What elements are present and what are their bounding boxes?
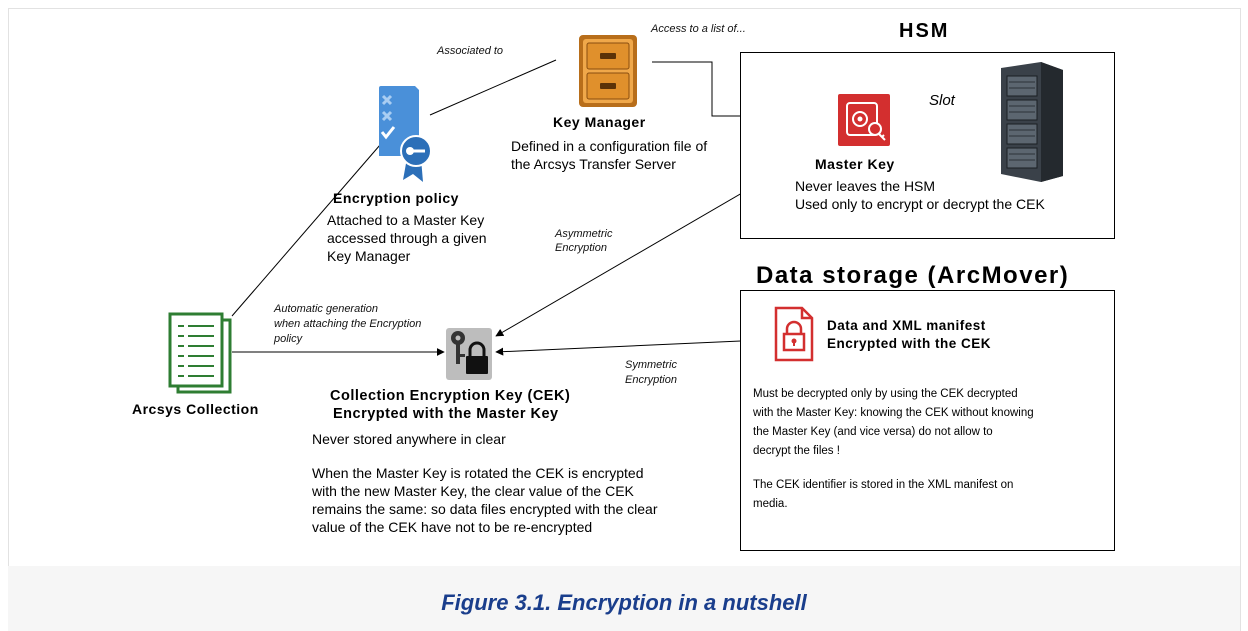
policy-line-3: Key Manager xyxy=(327,248,411,264)
data-storage-title: Data storage (ArcMover) xyxy=(756,262,1070,289)
cek-line1: Never stored anywhere in clear xyxy=(312,431,506,447)
master-key-title: Master Key xyxy=(815,156,895,172)
server-rack-icon xyxy=(995,60,1067,187)
policy-line-2: accessed through a given xyxy=(327,230,487,246)
slot-label: Slot xyxy=(929,92,955,109)
certificate-policy-icon xyxy=(375,84,439,189)
storage-note-4: decrypt the files ! xyxy=(753,445,840,457)
cek-para-1: When the Master Key is rotated the CEK i… xyxy=(312,465,644,481)
cek-title-2: Encrypted with the Master Key xyxy=(333,406,559,422)
cek-para-4: value of the CEK have not to be re-encry… xyxy=(312,519,593,535)
master-key-line2: Used only to encrypt or decrypt the CEK xyxy=(795,196,1045,212)
cek-para-2: with the new Master Key, the clear value… xyxy=(312,483,634,499)
edge-label-auto-3: policy xyxy=(274,333,303,345)
storage-note-1: Must be decrypted only by using the CEK … xyxy=(753,388,1018,400)
edge-label-auto-1: Automatic generation xyxy=(274,303,378,315)
storage-note2-1: The CEK identifier is stored in the XML … xyxy=(753,479,1014,491)
hsm-title: HSM xyxy=(899,20,950,42)
master-key-line1: Never leaves the HSM xyxy=(795,178,936,194)
file-cabinet-icon xyxy=(575,33,645,116)
key-manager-title: Key Manager xyxy=(553,114,646,130)
master-key-safe-icon xyxy=(838,94,890,151)
edge-label-auto-2: when attaching the Encryption xyxy=(274,318,422,330)
key-manager-line2: the Arcsys Transfer Server xyxy=(511,156,676,172)
edge-label-sym-2: Encryption xyxy=(625,374,677,386)
collection-document-icon xyxy=(168,312,234,399)
edge-label-asym-2: Encryption xyxy=(555,242,607,254)
storage-note-2: with the Master Key: knowing the CEK wit… xyxy=(753,407,1034,419)
edge-label-associated: Associated to xyxy=(437,45,504,57)
cek-para-3: remains the same: so data files encrypte… xyxy=(312,501,658,517)
storage-note-3: the Master Key (and vice versa) do not a… xyxy=(753,426,993,438)
edge-policy-keymanager xyxy=(429,59,557,116)
cek-key-lock-icon xyxy=(446,328,492,385)
storage-note2-2: media. xyxy=(753,498,788,510)
edge-cek-storage xyxy=(495,336,765,356)
manifest-title-1: Data and XML manifest xyxy=(827,318,986,333)
collection-title: Arcsys Collection xyxy=(132,401,259,417)
edge-label-access: Access to a list of... xyxy=(651,23,746,35)
figure-caption: Figure 3.1. Encryption in a nutshell xyxy=(441,590,807,615)
manifest-title-2: Encrypted with the CEK xyxy=(827,336,992,351)
caption-band xyxy=(8,566,1240,631)
key-manager-line1: Defined in a configuration file of xyxy=(511,138,708,154)
cek-title-1: Collection Encryption Key (CEK) xyxy=(330,388,571,404)
edge-collection-policy xyxy=(231,144,381,317)
policy-line-1: Attached to a Master Key xyxy=(327,212,485,228)
edge-label-asym-1: Asymmetric xyxy=(555,228,613,240)
encrypted-file-icon xyxy=(774,306,814,367)
edge-label-sym-1: Symmetric xyxy=(625,359,677,371)
policy-title: Encryption policy xyxy=(333,190,459,206)
